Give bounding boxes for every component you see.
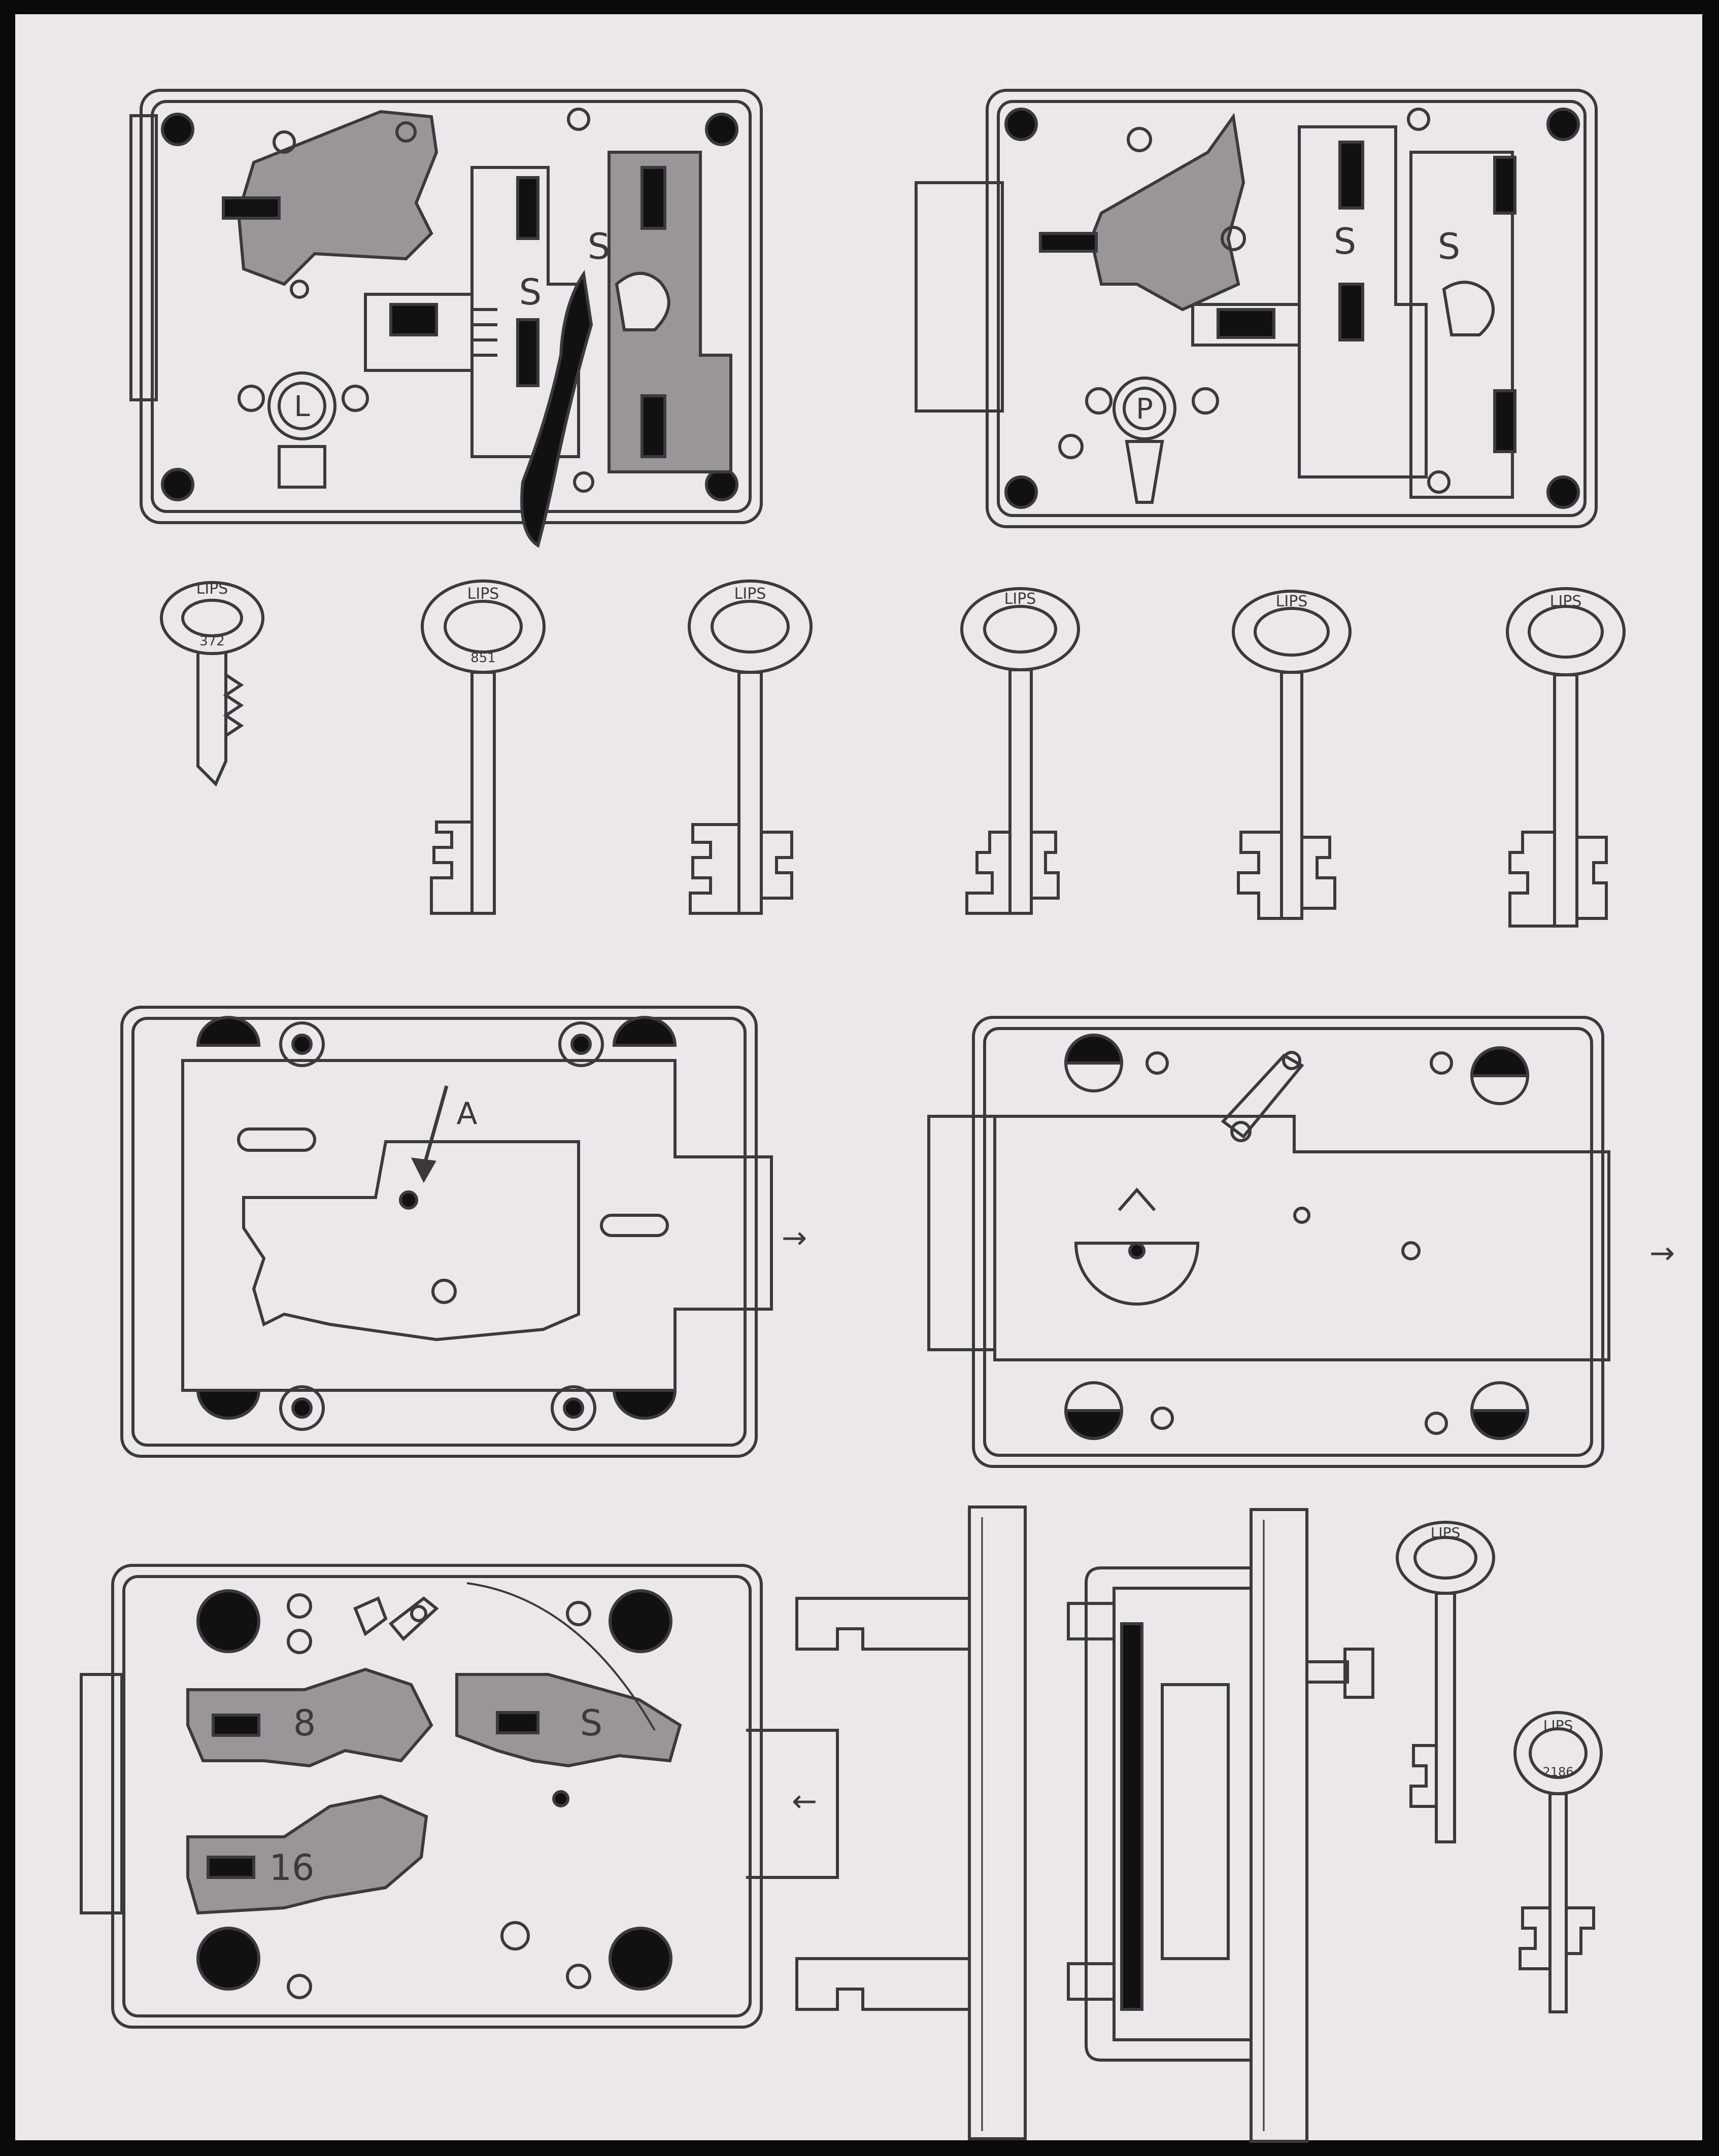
loose-keys	[1396, 1521, 1603, 2013]
lever-mark: S	[1334, 221, 1356, 262]
key-brand: LIPS	[467, 585, 499, 603]
direction-arrow: ←	[792, 1784, 817, 1819]
door-section-left	[795, 1505, 1027, 2140]
bit-key	[960, 587, 1080, 915]
direction-arrow: →	[1649, 1236, 1675, 1271]
key-brand: LIPS	[734, 585, 766, 603]
keys-row	[160, 579, 1626, 928]
bit-key	[1513, 1711, 1603, 2013]
bit-key	[421, 579, 546, 915]
lever-mark: 16	[269, 1847, 314, 1889]
lock-mid-right	[927, 1016, 1610, 1468]
paper-sheet	[15, 14, 1702, 2140]
key-brand: LIPS	[1543, 1717, 1573, 1734]
key-number: 2186	[1542, 1765, 1573, 1779]
key-brand: LIPS	[1004, 590, 1036, 608]
key-number: L	[294, 390, 310, 423]
lock-mid-left	[120, 1006, 773, 1458]
bit-key	[1232, 590, 1352, 920]
direction-arrow: →	[782, 1220, 807, 1256]
key-number: P	[1136, 393, 1153, 426]
key-brand: LIPS	[1276, 593, 1308, 610]
key-brand: LIPS	[1431, 1524, 1461, 1541]
bit-key	[1396, 1521, 1495, 1843]
bit-key	[688, 579, 813, 915]
key-number: 851	[470, 651, 496, 666]
lever-mark: S	[580, 1702, 602, 1744]
door-section-right	[1067, 1508, 1374, 2143]
lock-bottom-left	[80, 1564, 839, 2029]
lock-top-right	[915, 89, 1598, 528]
lock-top-left	[129, 89, 763, 548]
key-brand: LIPS	[1550, 593, 1582, 610]
key-number: 372	[199, 634, 225, 649]
key-brand: LIPS	[196, 580, 228, 598]
callout-label: A	[456, 1096, 477, 1132]
bit-key	[1506, 587, 1626, 928]
lever-mark: S	[1438, 226, 1460, 267]
lever-mark: S	[519, 271, 542, 313]
lever-mark: 8	[293, 1702, 316, 1744]
cylinder-key	[160, 581, 264, 787]
lever-mark: S	[588, 226, 610, 267]
